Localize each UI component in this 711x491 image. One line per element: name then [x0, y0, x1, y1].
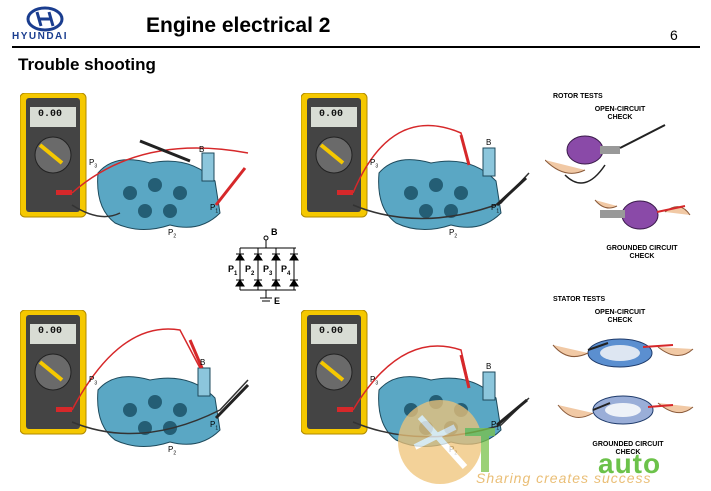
section-title: Trouble shooting [18, 55, 156, 74]
terminal-p2-label: P2 [168, 228, 177, 240]
terminal-b-label: B [199, 145, 205, 154]
multimeter-rectifier-illustration [19, 92, 249, 230]
terminal-b-label: B [486, 138, 492, 147]
watermark-logo-icon [398, 400, 495, 484]
test-panel-1: 0.00 B P1 P2 P3 [19, 92, 270, 248]
lcd-reading: 0.00 [38, 326, 63, 337]
lcd-reading: 0.00 [319, 109, 344, 120]
watermark-tagline: Sharing creates success [476, 470, 652, 486]
schematic-p3-label: P3 [263, 264, 273, 277]
test-panel-2: 0.00 B P1 P2 P3 [300, 92, 551, 248]
multimeter-rectifier-illustration [300, 92, 530, 230]
page-number: 6 [670, 27, 678, 43]
schematic-b-label: B [271, 227, 278, 237]
terminal-b-label: B [486, 362, 492, 371]
page-title: Engine electrical 2 [146, 14, 331, 37]
lcd-reading: 0.00 [38, 109, 63, 120]
brand-name: HYUNDAI [12, 31, 69, 42]
rotor-test-illustration [545, 124, 691, 230]
schematic-p4-label: P4 [281, 264, 291, 277]
rotor-tests-heading: ROTOR TESTS [553, 93, 603, 100]
terminal-p1-label: P1 [491, 203, 500, 215]
watermark-brand: auto [598, 448, 662, 479]
stator-test-illustration [552, 338, 694, 425]
lcd-reading: 0.00 [319, 326, 344, 337]
multimeter-rectifier-illustration [19, 309, 250, 447]
schematic-p2-label: P2 [245, 264, 255, 277]
terminal-p3-label: P3 [89, 158, 98, 170]
header-divider [12, 46, 700, 48]
stator-tests-heading: STATOR TESTS [553, 296, 606, 303]
hyundai-logo-icon [26, 6, 64, 32]
schematic-p1-label: P1 [228, 264, 238, 277]
terminal-p2-label: P2 [449, 228, 458, 240]
test-panel-3: 0.00 B P1 P2 P3 [19, 309, 270, 465]
schematic-e-label: E [274, 296, 281, 306]
terminal-p1-label: P1 [491, 420, 500, 432]
terminal-p3-label: P3 [89, 375, 98, 387]
schematic-lines [235, 235, 299, 302]
terminal-p3-label: P3 [370, 158, 379, 170]
diode-bridge-schematic: B E P1 P2 P3 P4 [226, 227, 306, 308]
terminal-b-label: B [200, 358, 206, 367]
terminal-p1-label: P1 [210, 420, 219, 432]
terminal-p1-label: P1 [210, 203, 219, 215]
terminal-p3-label: P3 [370, 375, 379, 387]
terminal-p2-label: P2 [168, 445, 177, 457]
